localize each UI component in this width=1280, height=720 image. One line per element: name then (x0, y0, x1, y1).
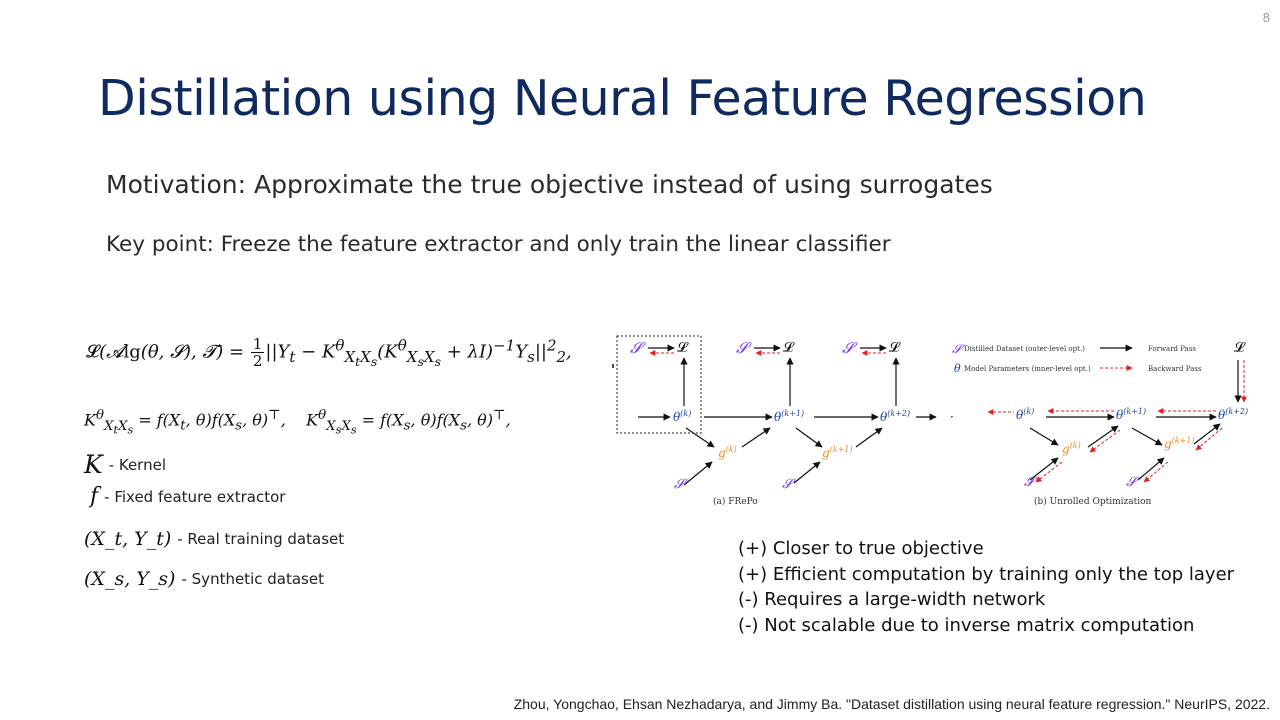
g-k1-node-b: g(k+1) (1164, 436, 1195, 451)
caption-frepo: (a) FRePo (713, 496, 758, 507)
legend-forward: Forward Pass (1148, 345, 1196, 353)
kernel-equation: KθXtXs = f(Xt, θ)f(Xs, θ)⊤, KθXsXs = f(X… (84, 408, 511, 437)
legend-theta-symbol: θ (954, 362, 961, 375)
theta-k1-node-b: θ(k+1) (1116, 407, 1146, 422)
definition-symbol: (X_t, Y_t) (84, 528, 172, 550)
g-k-node: g(k) (718, 445, 737, 460)
legend-distilled: Distilled Dataset (outer-level opt.) (964, 345, 1085, 353)
citation: Zhou, Yongchao, Ehsan Nezhadarya, and Ji… (513, 696, 1270, 712)
theta-k-node-b: θ(k) (1016, 407, 1034, 422)
pro-item: (+) Efficient computation by training on… (738, 563, 1235, 585)
slide-title: Distillation using Neural Feature Regres… (98, 70, 1147, 127)
loss-symbol: 𝓛 (783, 340, 795, 356)
legend-params: Model Parameters (inner-level opt.) (964, 365, 1091, 373)
legend-backward: Backward Pass (1148, 365, 1202, 373)
loss-symbol: 𝓛 (1234, 340, 1246, 356)
dataset-loss-group-1: 𝓢 𝓛 (630, 339, 689, 357)
dataset-symbol: 𝓢 (782, 477, 796, 492)
definition-text: - Fixed feature extractor (104, 487, 286, 506)
loss-symbol: 𝓛 (677, 340, 689, 356)
g-k-node-b: g(k) (1062, 441, 1081, 456)
con-item: (-) Requires a large-width network (738, 589, 1046, 610)
frepo-diagram: 𝓢 𝓛 𝓢 𝓛 𝓢 𝓛 θ(k) θ(k+1) θ(k+2) · (612, 335, 1248, 507)
definition-text: - Kernel (108, 455, 166, 474)
page-number: 8 (1262, 10, 1270, 25)
theta-k-node: θ(k) (673, 409, 691, 424)
key-point-text: Key point: Freeze the feature extractor … (106, 232, 891, 257)
highlight-box (616, 335, 702, 434)
definition-symbol: K (84, 450, 103, 479)
motivation-text: Motivation: Approximate the true objecti… (106, 170, 993, 199)
pro-item: (+) Closer to true objective (738, 538, 984, 559)
definition-kernel: K - Kernel (84, 450, 166, 479)
dataset-loss-group-2: 𝓢 𝓛 (736, 339, 795, 357)
g-k1-node: g(k+1) (822, 445, 853, 460)
dataset-symbol: 𝓢 (1126, 475, 1140, 490)
theta-k2-node: θ(k+2) (880, 409, 910, 424)
theta-k2-node-b: θ(k+2) (1218, 407, 1248, 422)
definition-real-dataset: (X_t, Y_t) - Real training dataset (84, 528, 344, 550)
svg-text:·: · (950, 410, 954, 424)
pros-cons-list: (+) Closer to true objective (+) Efficie… (738, 536, 1234, 638)
definition-text: - Synthetic dataset (181, 570, 324, 588)
dataset-symbol: 𝓢 (674, 477, 688, 492)
dataset-symbol: 𝓢 (1024, 475, 1038, 490)
caption-unrolled: (b) Unrolled Optimization (1034, 496, 1152, 507)
theta-k1-node: θ(k+1) (774, 409, 804, 424)
dataset-symbol: 𝓢 (842, 339, 858, 357)
definition-symbol: (X_s, Y_s) (84, 568, 176, 590)
definition-text: - Real training dataset (177, 530, 345, 548)
definition-feature-extractor: f - Fixed feature extractor (84, 484, 285, 509)
dataset-symbol: 𝓢 (630, 339, 646, 357)
loss-symbol: 𝓛 (889, 340, 901, 356)
con-item: (-) Not scalable due to inverse matrix c… (738, 614, 1195, 636)
definition-synthetic-dataset: (X_s, Y_s) - Synthetic dataset (84, 568, 324, 590)
dataset-loss-group-3: 𝓢 𝓛 (842, 339, 901, 357)
definition-symbol: f (90, 484, 99, 509)
dataset-symbol: 𝓢 (736, 339, 752, 357)
